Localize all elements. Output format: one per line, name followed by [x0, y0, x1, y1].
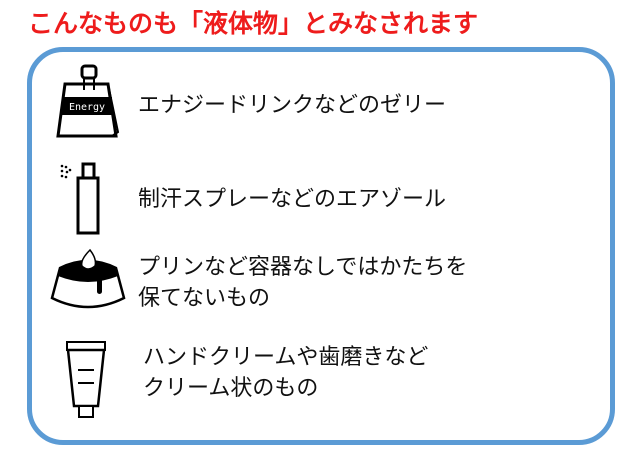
spray-can-icon: [60, 162, 100, 235]
item-text: 制汗スプレーなどのエアゾール: [138, 187, 447, 212]
item-text: プリンなど容器なしではかたちを: [138, 255, 468, 280]
cream-tube-icon: [66, 341, 106, 418]
item-text: エナジードリンクなどのゼリー: [138, 93, 447, 118]
item-text: ハンドクリームや歯磨きなど: [143, 345, 429, 370]
energy-label: Energy: [69, 102, 105, 113]
item-text: 保てないもの: [138, 286, 271, 311]
energy-drink-jelly-icon: Energy: [56, 64, 120, 138]
item-text: クリーム状のもの: [143, 376, 319, 401]
pudding-icon: [50, 248, 126, 309]
liquid-items-panel: [27, 47, 615, 445]
page-title: こんなものも「液体物」とみなされます: [28, 9, 479, 38]
